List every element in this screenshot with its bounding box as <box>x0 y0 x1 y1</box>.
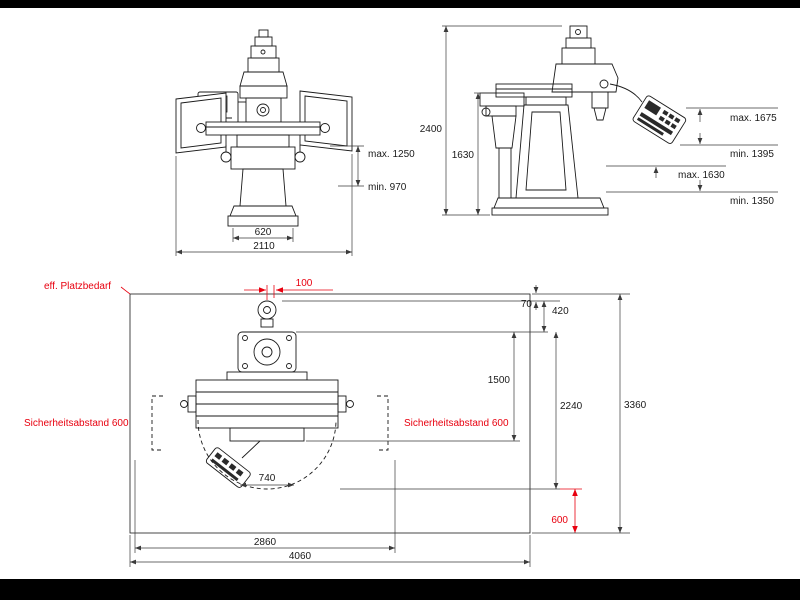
dim-side-spindle-max: max. 1630 <box>606 165 726 181</box>
dim-740-label: 740 <box>259 473 276 484</box>
side-control-pendant <box>609 83 687 144</box>
dim-side-panel-max: max. 1675 <box>686 107 778 124</box>
letterbox-bottom-bar <box>0 579 800 600</box>
dim-width-total-4060: 4060 <box>129 535 531 567</box>
dim-max-1250-label: max. 1250 <box>368 149 415 160</box>
space-requirement-boundary <box>129 293 531 534</box>
dim-1630-label: 1630 <box>452 150 475 161</box>
dim-2110-label: 2110 <box>253 241 275 252</box>
dim-offset-70: 70 <box>282 285 560 310</box>
side-view-drawing <box>479 25 687 216</box>
dim-min-1395-label: min. 1395 <box>730 149 774 160</box>
dim-2240-label: 2240 <box>560 401 583 412</box>
dim-side-height-table: 1630 <box>452 92 482 215</box>
safety-bracket-left <box>151 395 163 451</box>
dim-max-1675-label: max. 1675 <box>730 113 777 124</box>
dim-depth-1500: 1500 <box>306 332 520 442</box>
dim-600-label: 600 <box>551 515 568 526</box>
safety-distance-right-label: Sicherheitsabstand 600 <box>404 418 509 429</box>
dim-620-label: 620 <box>255 227 272 238</box>
dim-4060-label: 4060 <box>289 551 312 562</box>
dim-front-height-range: max. 1250 min. 970 <box>330 145 415 193</box>
dim-420-label: 420 <box>552 306 569 317</box>
dim-offset-100: 100 <box>244 278 333 300</box>
dim-100-label: 100 <box>296 278 313 289</box>
dim-2860-label: 2860 <box>254 537 277 548</box>
dim-side-panel-min: min. 1395 <box>680 133 778 160</box>
dim-safety-bottom-600: 600 <box>551 488 582 533</box>
dim-depth-420: 420 <box>296 301 569 333</box>
dim-min-1350-label: min. 1350 <box>730 196 774 207</box>
dim-front-width-total: 2110 <box>175 154 353 256</box>
dim-depth-2240: 2240 <box>340 332 583 490</box>
dim-side-height-total: 2400 <box>420 25 562 216</box>
plan-view-drawing <box>180 300 354 490</box>
dim-swing-radius-740: 740 <box>240 473 294 488</box>
safety-bracket-right <box>377 395 389 451</box>
dim-front-width-base: 620 <box>232 227 294 242</box>
dim-1500-label: 1500 <box>488 375 511 386</box>
swing-arc <box>197 419 337 490</box>
dim-depth-total-3360: 3360 <box>532 293 647 534</box>
front-view-drawing <box>175 29 353 227</box>
safety-distance-left-label: Sicherheitsabstand 600 <box>24 418 129 429</box>
dim-width-2860: 2860 <box>134 460 396 553</box>
dim-min-970-label: min. 970 <box>368 182 407 193</box>
dim-side-spindle-min: min. 1350 <box>606 180 778 207</box>
dim-2400-label: 2400 <box>420 124 443 135</box>
dim-70-label: 70 <box>521 299 533 310</box>
dim-max-1630-label: max. 1630 <box>678 170 725 181</box>
space-requirement-label: eff. Platzbedarf <box>44 281 111 292</box>
dim-3360-label: 3360 <box>624 400 647 411</box>
letterbox-top-bar <box>0 0 800 8</box>
plan-pendant-arm <box>205 447 251 488</box>
space-requirement-label-group: eff. Platzbedarf <box>44 281 131 295</box>
